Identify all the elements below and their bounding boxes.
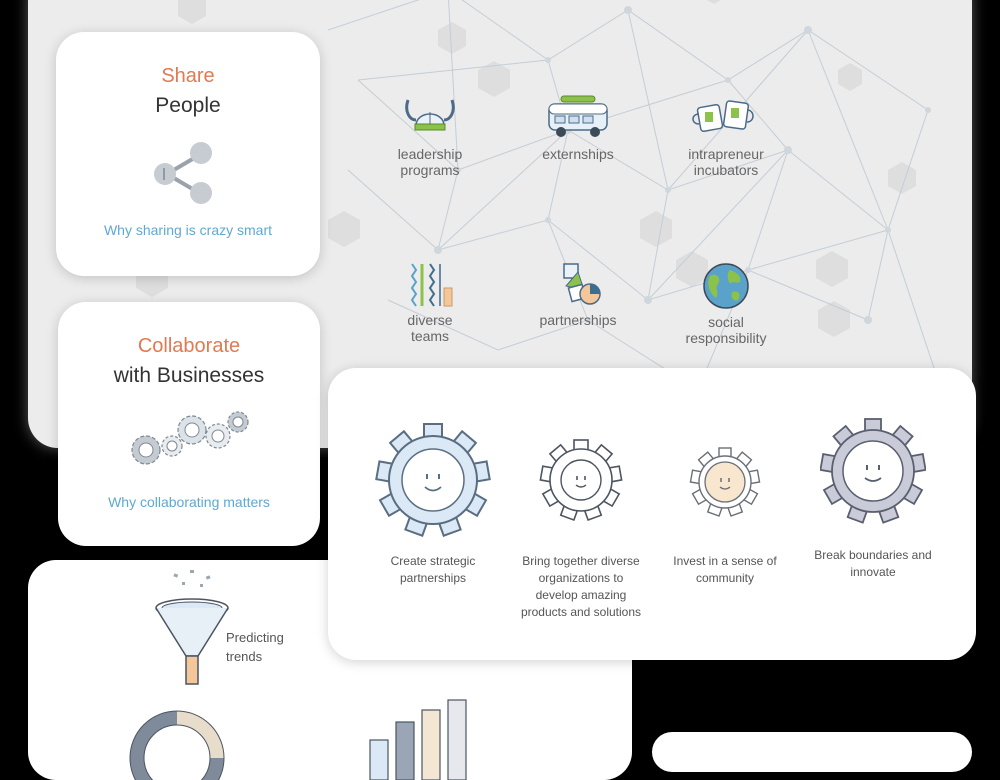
- van-icon: [548, 95, 608, 137]
- analytics-label: Predicting: [226, 630, 284, 645]
- donut-chart-icon: [129, 710, 225, 780]
- card-subject: with Businesses: [113, 364, 265, 387]
- program-label: responsibility: [685, 330, 767, 346]
- gear-item: Break boundaries and innovate: [798, 416, 948, 581]
- mugs-icon: [692, 100, 754, 133]
- gears-icon: [131, 411, 249, 465]
- shapes-icon: [563, 263, 601, 305]
- next-card-edge: [652, 732, 972, 772]
- smiling-gear-icon: [689, 447, 761, 517]
- program-externships: externships: [508, 92, 648, 162]
- program-label: programs: [400, 162, 460, 178]
- program-label: teams: [410, 328, 450, 344]
- funnel-icon: [155, 570, 229, 685]
- gear-label: Create strategic: [390, 554, 476, 568]
- share-icon: [154, 142, 212, 204]
- predicting-trends: Predicting trends: [226, 628, 284, 666]
- smiling-gear-icon: [539, 439, 623, 522]
- card-subject: People: [155, 94, 221, 117]
- globe-icon: [703, 263, 749, 309]
- program-label: social: [708, 314, 744, 330]
- gear-label: innovate: [850, 565, 896, 579]
- gear-label: partnerships: [399, 571, 467, 585]
- gear-label: Break boundaries and: [814, 548, 932, 562]
- why-collaborating-link[interactable]: Why collaborating matters: [108, 494, 270, 510]
- share-people-card[interactable]: Share People Why sharing is crazy smart: [56, 32, 320, 276]
- gear-label: organizations to: [538, 571, 624, 585]
- card-keyword: Share: [161, 65, 215, 87]
- collaborate-businesses-card[interactable]: Collaborate with Businesses Why collabor…: [58, 302, 320, 546]
- program-label: externships: [542, 146, 614, 162]
- program-label: intrapreneur: [688, 146, 764, 162]
- smiling-gear-icon: [819, 418, 927, 524]
- analytics-label: trends: [226, 649, 263, 664]
- gear-item: Create strategic partnerships: [358, 422, 508, 587]
- smiling-gear-icon: [375, 423, 491, 537]
- program-label: diverse: [407, 312, 453, 328]
- gear-item: Invest in a sense of community: [650, 446, 800, 587]
- program-label: incubators: [693, 162, 759, 178]
- viking-helmet-icon: [405, 99, 455, 131]
- card-keyword: Collaborate: [137, 335, 241, 357]
- bar-chart-icon: [369, 699, 467, 780]
- collaboration-benefits-card: Create strategic partnerships: [328, 368, 976, 660]
- gear-label: develop amazing: [535, 588, 627, 602]
- network-pattern: [136, 0, 949, 411]
- program-partnerships: partnerships: [508, 262, 648, 328]
- gear-item: Bring together diverse organizations to …: [506, 438, 656, 621]
- program-label: leadership: [397, 146, 463, 162]
- gear-label: community: [695, 571, 754, 585]
- stripes-icon: [410, 263, 453, 307]
- program-label: partnerships: [539, 312, 617, 328]
- why-sharing-link[interactable]: Why sharing is crazy smart: [103, 222, 273, 238]
- gear-label: products and solutions: [520, 605, 642, 619]
- gear-label: Invest in a sense of: [673, 554, 777, 568]
- gear-label: Bring together diverse: [522, 554, 640, 568]
